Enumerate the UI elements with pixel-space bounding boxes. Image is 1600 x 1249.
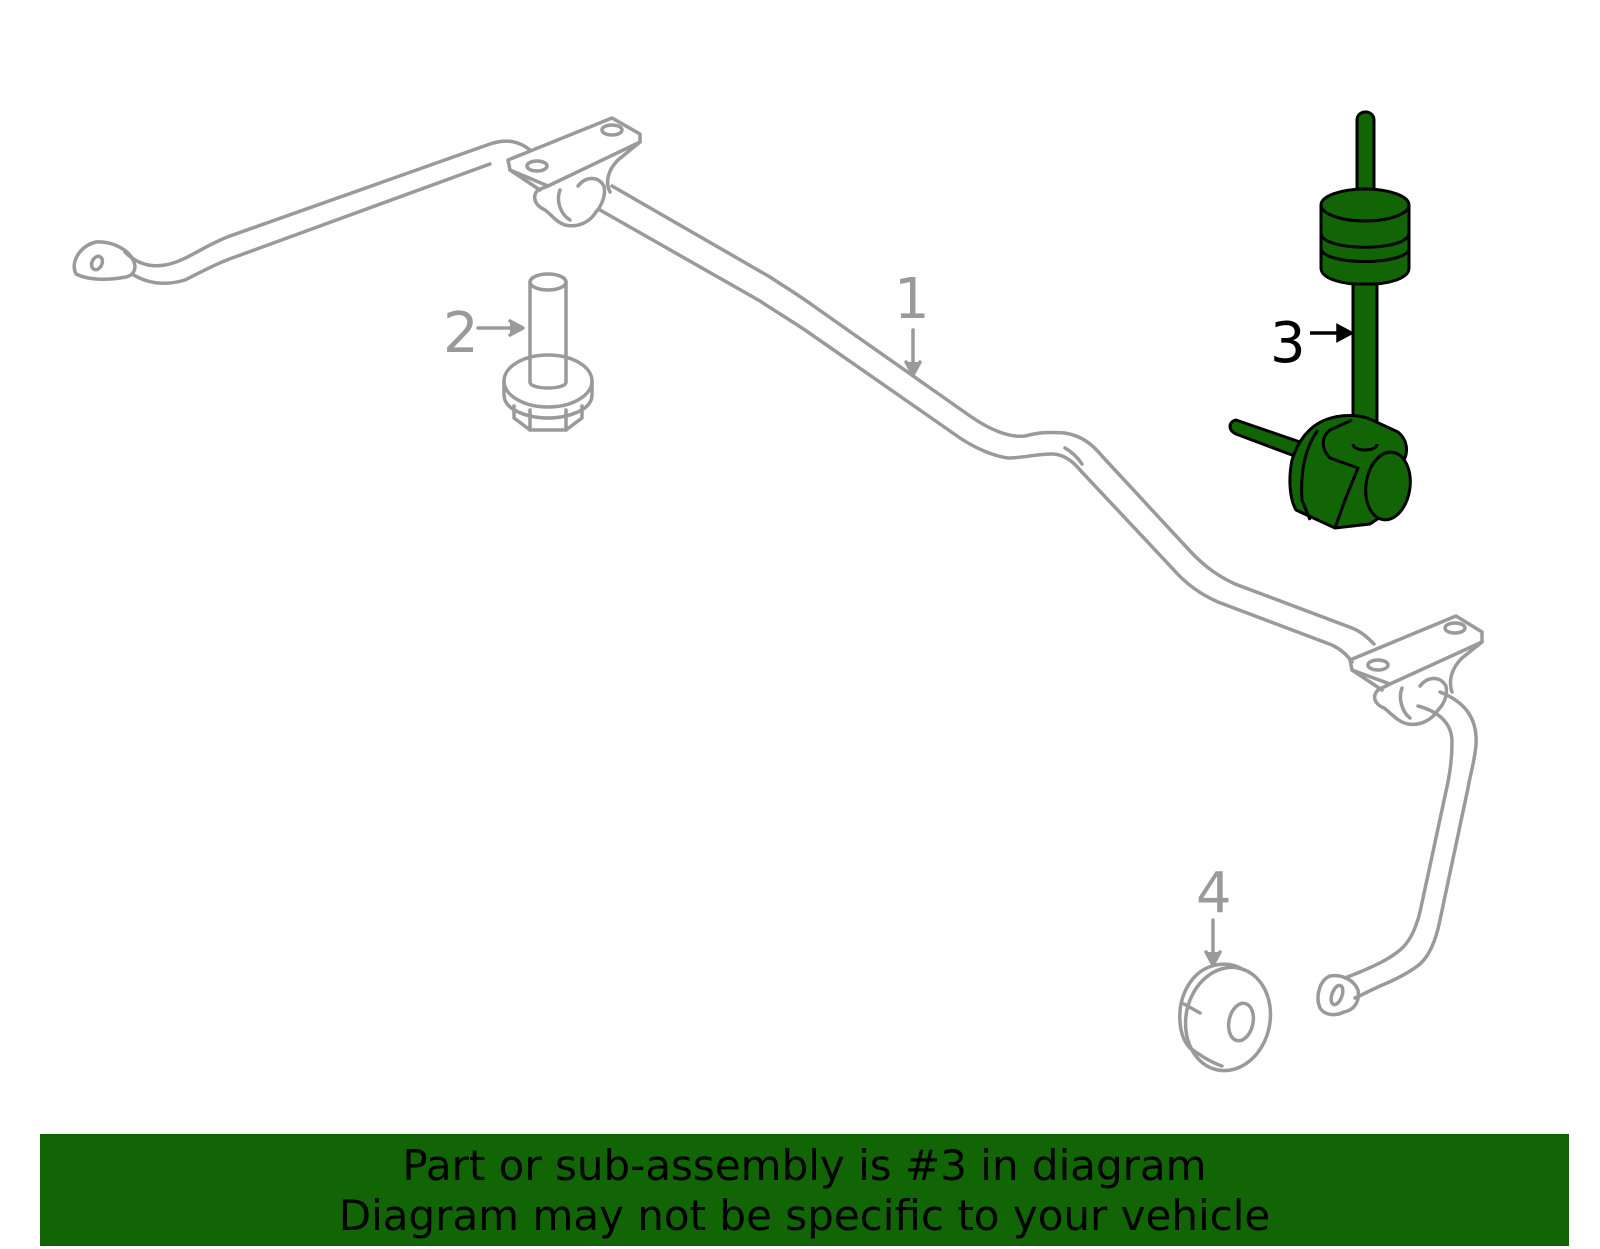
leader-arrow-4: [1204, 918, 1222, 967]
leader-arrow-2: [476, 319, 525, 337]
callout-number-3: 3: [1270, 311, 1306, 376]
leader-arrow-1: [904, 328, 922, 377]
callout-number-4: 4: [1196, 861, 1232, 926]
banner-line-disclaimer: Diagram may not be specific to your vehi…: [338, 1191, 1271, 1240]
callout-number-2: 2: [443, 301, 479, 366]
part-3-stabilizer-link[interactable]: [1228, 110, 1415, 530]
leader-arrow-3: [1310, 323, 1355, 343]
info-banner: Part or sub-assembly is #3 in diagram Di…: [40, 1134, 1569, 1246]
part-4-bushing[interactable]: [1176, 959, 1280, 1078]
callout-number-1: 1: [894, 267, 930, 332]
part-2-bolt[interactable]: [502, 272, 594, 432]
banner-line-part-number: Part or sub-assembly is #3 in diagram: [402, 1141, 1207, 1190]
part-1-stabilizer-bar[interactable]: [72, 116, 1484, 1017]
